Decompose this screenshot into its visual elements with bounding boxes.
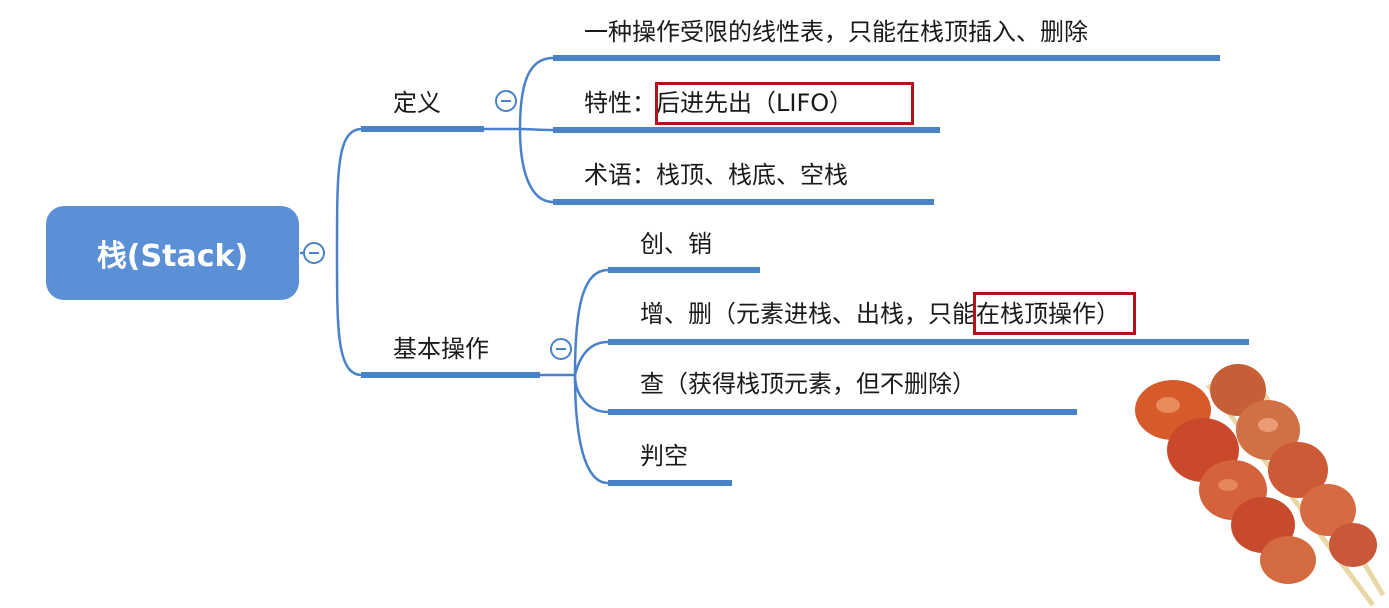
highlight-box — [655, 82, 914, 125]
push-pop-before: 增、删（元素进栈、出栈， — [640, 300, 928, 328]
branch-definition-underline — [361, 126, 484, 132]
collapse-icon[interactable] — [550, 338, 572, 360]
branch-operations-label[interactable]: 基本操作 — [393, 334, 489, 364]
collapse-icon[interactable] — [495, 90, 517, 112]
highlight-box — [973, 292, 1136, 335]
is-empty-underline — [608, 480, 732, 486]
collapse-icon[interactable] — [303, 242, 325, 264]
branch-definition-label[interactable]: 定义 — [393, 88, 441, 118]
peek-underline — [608, 409, 1077, 415]
create-destroy-item[interactable]: 创、销 — [640, 229, 712, 259]
property-prefix: 特性： — [584, 89, 656, 117]
definition-item[interactable]: 一种操作受限的线性表，只能在栈顶插入、删除 — [584, 17, 1088, 47]
peek-item[interactable]: 查（获得栈顶元素，但不删除） — [640, 369, 976, 399]
skewer-image — [1128, 355, 1389, 608]
is-empty-item[interactable]: 判空 — [640, 441, 688, 471]
push-pop-underline — [608, 339, 1249, 345]
root-node[interactable]: 栈(Stack) — [46, 206, 299, 300]
branch-operations-underline — [361, 372, 540, 378]
create-destroy-underline — [608, 267, 760, 273]
terms-item-underline — [553, 199, 934, 205]
definition-item-underline — [553, 55, 1220, 61]
root-label: 栈(Stack) — [97, 231, 248, 275]
terms-item[interactable]: 术语：栈顶、栈底、空栈 — [584, 160, 848, 190]
property-item-underline — [553, 127, 940, 133]
